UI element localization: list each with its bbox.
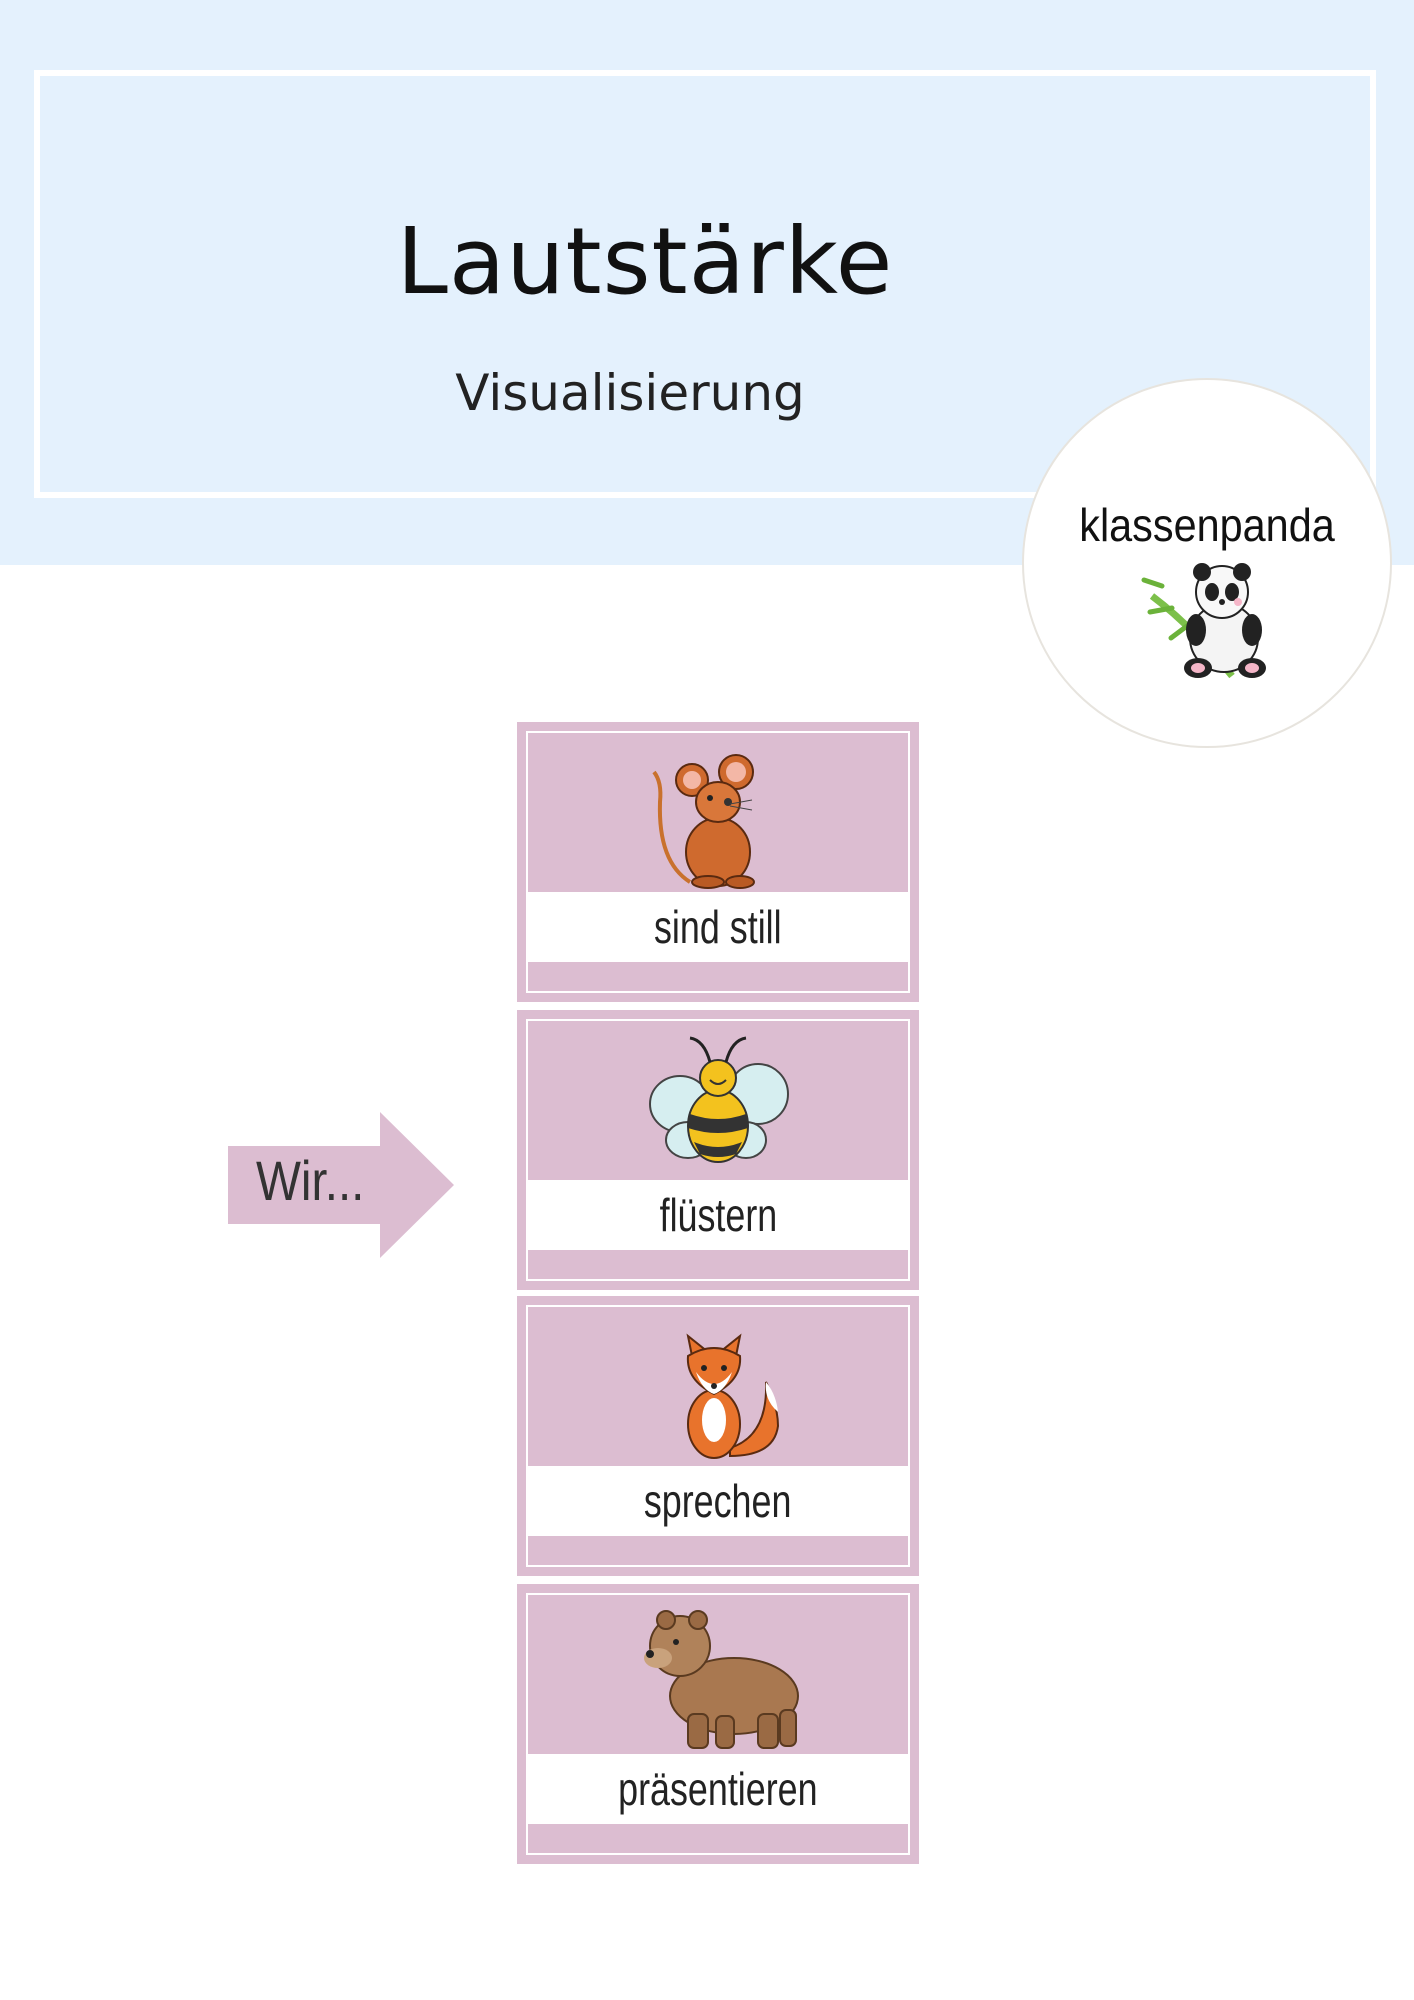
card-label: flüstern <box>659 1189 777 1241</box>
bear-icon <box>644 1610 799 1749</box>
header-banner: Lautstärke Visualisierung <box>0 0 1414 565</box>
arrow-right-icon <box>228 1112 454 1258</box>
volume-card-silent: sind still <box>517 722 919 1002</box>
brand-badge: klassenpanda <box>1022 378 1392 748</box>
page-subtitle: Visualisierung <box>455 364 805 422</box>
card-label: präsentieren <box>618 1763 818 1815</box>
volume-card-whisper: flüstern <box>517 1010 919 1290</box>
card-label: sind still <box>654 901 782 953</box>
mouse-icon <box>652 754 755 889</box>
panda-icon <box>1141 563 1266 679</box>
volume-card-speak: sprechen <box>517 1296 919 1576</box>
header-frame <box>34 70 1376 498</box>
volume-card-present: präsentieren <box>517 1584 919 1864</box>
pointer-label: Wir... <box>256 1149 365 1212</box>
brand-name: klassenpanda <box>1079 499 1335 551</box>
fox-icon <box>686 1333 780 1459</box>
page-title: Lautstärke <box>396 208 894 315</box>
bee-icon <box>649 1036 789 1163</box>
card-label: sprechen <box>644 1475 792 1527</box>
